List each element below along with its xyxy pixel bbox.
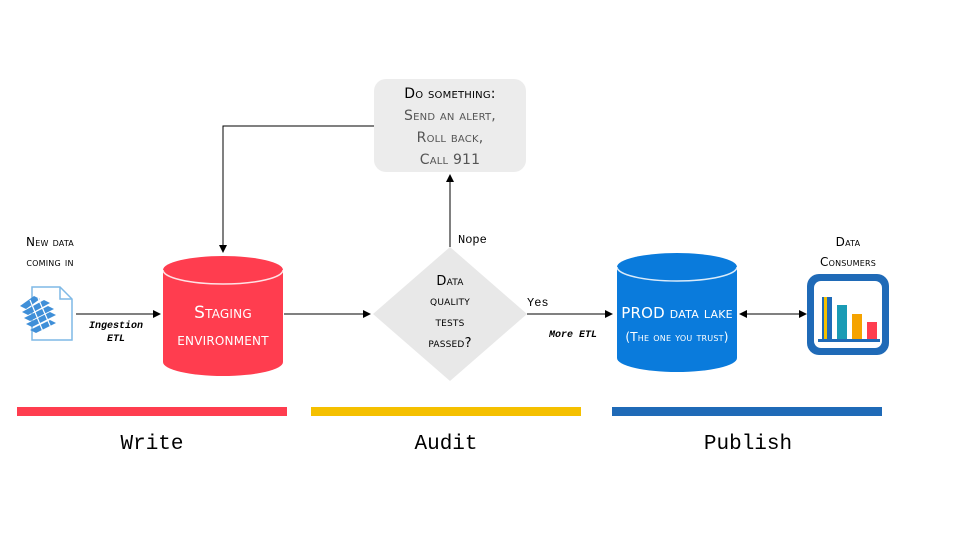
quality-check-node: Data quality tests passed? <box>373 247 527 381</box>
audit-phase-label: Audit <box>414 433 477 456</box>
source-label-line2: coming in <box>26 255 73 269</box>
file-data-icon <box>20 286 73 341</box>
alert-action-node: Do something: Send an alert, Roll back, … <box>374 79 526 172</box>
audit-phase-bar <box>311 407 581 416</box>
staging-label-line2: environment <box>177 330 269 350</box>
nope-label: Nope <box>458 233 487 247</box>
consumers-label-line2: Consumers <box>820 255 876 269</box>
write-phase-bar <box>17 407 287 416</box>
source-label-line1: New data <box>26 235 74 249</box>
staging-label-line1: Staging <box>194 303 252 323</box>
bar-chart-icon <box>807 274 889 355</box>
consumers-label-line1: Data <box>836 235 861 249</box>
decision-line3: tests <box>434 315 464 330</box>
ingestion-label-line1: Ingestion <box>89 320 143 332</box>
decision-line2: quality <box>430 294 470 309</box>
decision-line4: passed? <box>428 336 471 351</box>
prod-label-line1: PROD data lake <box>621 304 733 322</box>
prod-label-line2: (The one you trust) <box>625 330 728 344</box>
alert-line2: Send an alert, <box>404 108 496 124</box>
yes-label: Yes <box>527 296 549 310</box>
data-consumers-node: Data Consumers <box>807 235 889 355</box>
alert-line3: Roll back, <box>417 130 484 146</box>
more-etl-label: More ETL <box>548 330 597 341</box>
write-phase-label: Write <box>120 433 183 456</box>
ingestion-label-line2: ETL <box>107 334 125 345</box>
rollback-loop-arrow <box>219 125 374 253</box>
staging-environment-node: Staging environment <box>162 256 284 376</box>
source-node: New data coming in <box>20 235 74 341</box>
alert-line4: Call 911 <box>420 152 481 168</box>
prod-data-lake-node: PROD data lake (The one you trust) <box>616 253 738 372</box>
decision-line1: Data <box>436 274 464 289</box>
publish-phase-label: Publish <box>704 433 792 456</box>
publish-phase-bar <box>612 407 882 416</box>
alert-line1: Do something: <box>404 86 495 102</box>
